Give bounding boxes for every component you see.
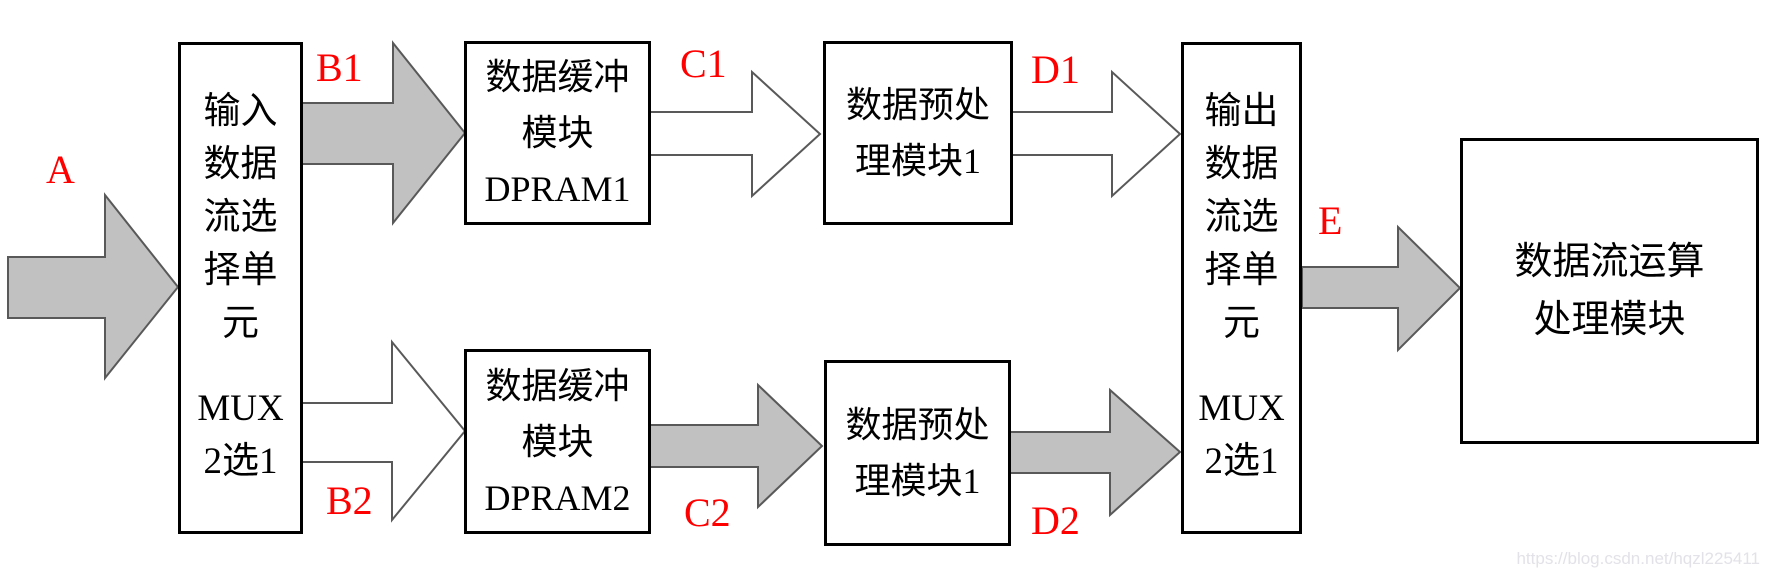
text-line: DPRAM1 <box>484 169 631 209</box>
flow-label-d1: D1 <box>1031 47 1080 92</box>
text-line: MUX <box>1198 388 1285 429</box>
text-line: 理模块1 <box>854 141 981 181</box>
stream-processor-label: 数据流运算处理模块 <box>1514 233 1704 349</box>
text-line: 数据预处 <box>845 405 990 445</box>
dpram2-label: 数据缓冲模块 DPRAM2 <box>484 358 630 526</box>
arrow-e <box>1301 224 1462 353</box>
text-line: 理模块1 <box>854 461 981 501</box>
input-mux-subtitle: MUX 2选1 <box>197 382 283 488</box>
flow-label-a: A <box>46 147 75 192</box>
text-line: 数据 <box>203 144 278 185</box>
text-line: 模块 <box>521 421 594 462</box>
flow-label-b2: B2 <box>326 478 373 523</box>
flow-label-d2: D2 <box>1031 498 1080 543</box>
output-mux-title: 输出数据流选择单元 <box>1205 85 1279 350</box>
preprocess2-box: 数据预处理模块1 <box>824 360 1011 546</box>
text-line: 处理模块 <box>1533 299 1686 341</box>
input-mux-title: 输入数据流选择单元 <box>204 85 278 350</box>
dpram1-label: 数据缓冲模块 DPRAM1 <box>484 49 630 217</box>
output-mux-subtitle: MUX 2选1 <box>1198 382 1284 488</box>
text-line: 择单 <box>203 250 278 291</box>
text-line: 元 <box>1223 303 1260 344</box>
text-line: 2选1 <box>1204 441 1279 482</box>
flow-label-e: E <box>1318 198 1343 243</box>
preprocess1-box: 数据预处理模块1 <box>823 41 1013 225</box>
csdn-watermark: https://blog.csdn.net/hqzl225411 <box>1516 549 1760 568</box>
output-mux-box: 输出数据流选择单元 MUX 2选1 <box>1181 42 1302 534</box>
arrow-c2 <box>649 382 824 510</box>
arrow-b1 <box>301 40 467 226</box>
flow-label-c2: C2 <box>684 490 731 535</box>
preprocess1-label: 数据预处理模块1 <box>846 77 990 189</box>
dpram2-box: 数据缓冲模块 DPRAM2 <box>464 349 651 534</box>
text-line: 模块 <box>521 113 594 153</box>
arrow-a <box>7 192 180 381</box>
arrow-c1 <box>649 69 822 199</box>
text-line: 择单 <box>1204 250 1279 291</box>
text-line: DPRAM2 <box>484 477 631 518</box>
text-line: 输入 <box>203 91 278 132</box>
arrow-d2 <box>1009 387 1182 518</box>
text-line: 输出 <box>1204 91 1279 132</box>
text-line: 2选1 <box>203 441 278 482</box>
text-line: 元 <box>222 303 259 344</box>
arrow-d1 <box>1011 69 1182 199</box>
dpram1-box: 数据缓冲模块 DPRAM1 <box>464 41 651 225</box>
arrow-b2 <box>301 339 467 523</box>
stream-processor-box: 数据流运算处理模块 <box>1460 138 1759 444</box>
preprocess2-label: 数据预处理模块1 <box>845 397 989 509</box>
flow-label-b1: B1 <box>316 45 363 90</box>
text-line: 数据缓冲 <box>485 365 630 406</box>
text-line: 数据 <box>1204 144 1279 185</box>
text-line: 流选 <box>203 197 278 238</box>
flow-label-c1: C1 <box>680 41 727 86</box>
input-mux-box: 输入数据流选择单元 MUX 2选1 <box>178 42 303 534</box>
text-line: 数据预处 <box>845 85 990 125</box>
text-line: 流选 <box>1204 197 1279 238</box>
text-line: MUX <box>197 388 284 429</box>
text-line: 数据缓冲 <box>485 57 630 97</box>
text-line: 数据流运算 <box>1514 241 1705 283</box>
